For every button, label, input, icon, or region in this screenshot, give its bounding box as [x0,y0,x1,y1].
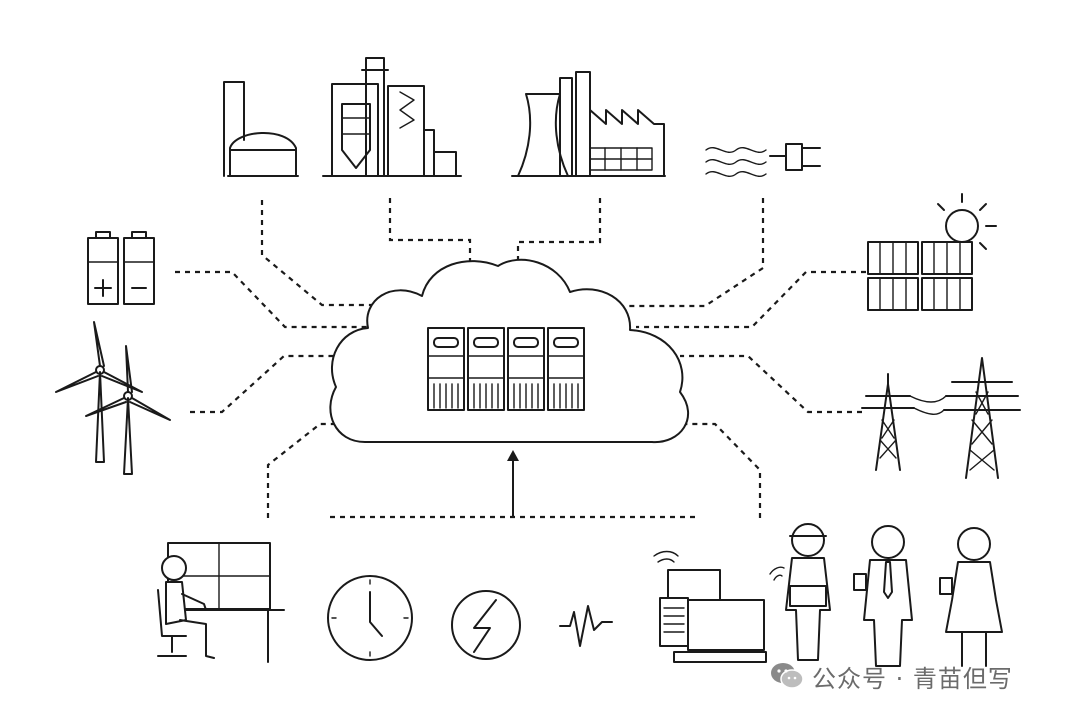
operator-workstation-icon [157,542,285,663]
arrow-up-icon [507,450,519,518]
industrial-plant-icon [322,57,462,177]
wind-turbine-icon [55,321,171,475]
transmission-tower-icon [861,357,1021,479]
server-rack-icon [467,327,505,411]
businesswoman-icon [939,527,1003,667]
worker-icon [769,523,831,661]
biogas-plant-icon [223,81,299,177]
power-plant-icon [511,71,666,177]
server-rack-icon [547,327,585,411]
solar-panel-icon [867,193,997,311]
hydro-plug-icon [705,143,821,177]
server-rack-icon [507,327,545,411]
wechat-icon [771,663,804,689]
server-rack-icon [427,327,465,411]
businessman-icon [853,525,913,667]
watermark: 公众号 · 青苗但写 [770,656,1013,696]
power-symbol-icon [451,590,521,660]
signal-wave-icon [559,605,613,647]
cloud-server-icon [329,258,690,444]
clock-icon [327,575,413,661]
wireless-terminal-icon [653,550,767,663]
battery-icon [87,231,155,305]
watermark-text: 公众号 · 青苗但写 [812,664,1013,693]
